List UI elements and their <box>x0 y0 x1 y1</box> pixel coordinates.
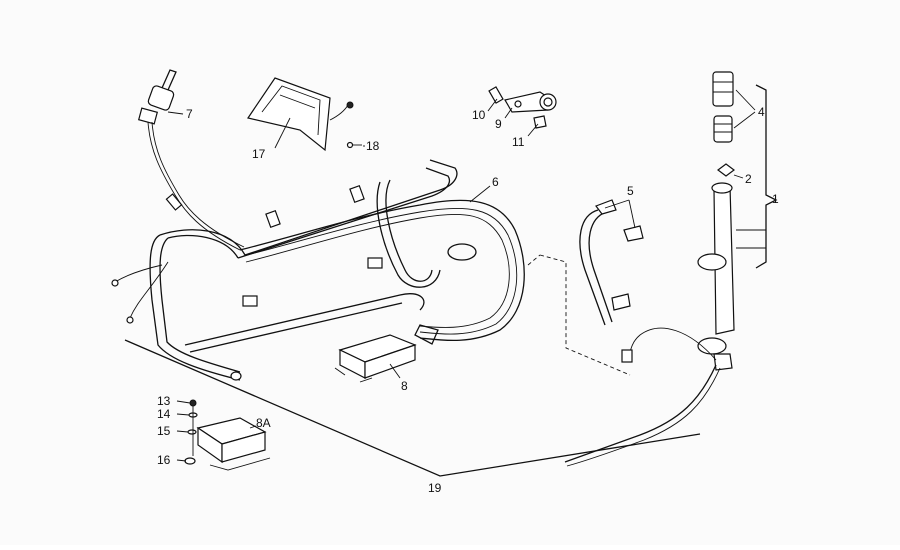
leader-lines <box>167 89 756 462</box>
group-brace <box>755 84 778 269</box>
callout-13: 13 <box>157 394 171 408</box>
callout-labels: 1 2 4 5 6 7 8 8A 9 10 11 13 14 15 16 17 … <box>157 105 779 495</box>
instrument-panel <box>247 77 362 152</box>
callout-7: 7 <box>186 107 193 121</box>
bracket-arm <box>579 199 644 326</box>
switch-assembly <box>137 69 245 251</box>
callout-9: 9 <box>495 117 502 131</box>
callout-15: 15 <box>157 424 171 438</box>
callout-8a: 8A <box>256 416 271 430</box>
antenna-cable <box>564 327 721 467</box>
callout-5: 5 <box>627 184 634 198</box>
callout-11: 11 <box>512 135 525 149</box>
callout-14: 14 <box>157 407 171 421</box>
control-unit-8a <box>184 399 271 471</box>
callout-18: 18 <box>366 139 380 153</box>
callout-2: 2 <box>745 172 752 186</box>
frame-tube <box>149 159 458 381</box>
connection-guides <box>527 254 631 376</box>
antenna-mast <box>697 71 766 371</box>
callout-19: 19 <box>428 481 442 495</box>
callout-10: 10 <box>472 108 486 122</box>
callout-1: 1 <box>772 192 779 206</box>
control-unit <box>334 334 417 383</box>
callout-6: 6 <box>492 175 499 189</box>
wiring-harness <box>111 199 525 345</box>
callout-8: 8 <box>401 379 408 393</box>
callout-16: 16 <box>157 453 171 467</box>
item-19-baseline <box>124 339 701 477</box>
callout-17: 17 <box>252 147 266 161</box>
ring-clip <box>447 243 477 261</box>
callout-4: 4 <box>758 105 765 119</box>
